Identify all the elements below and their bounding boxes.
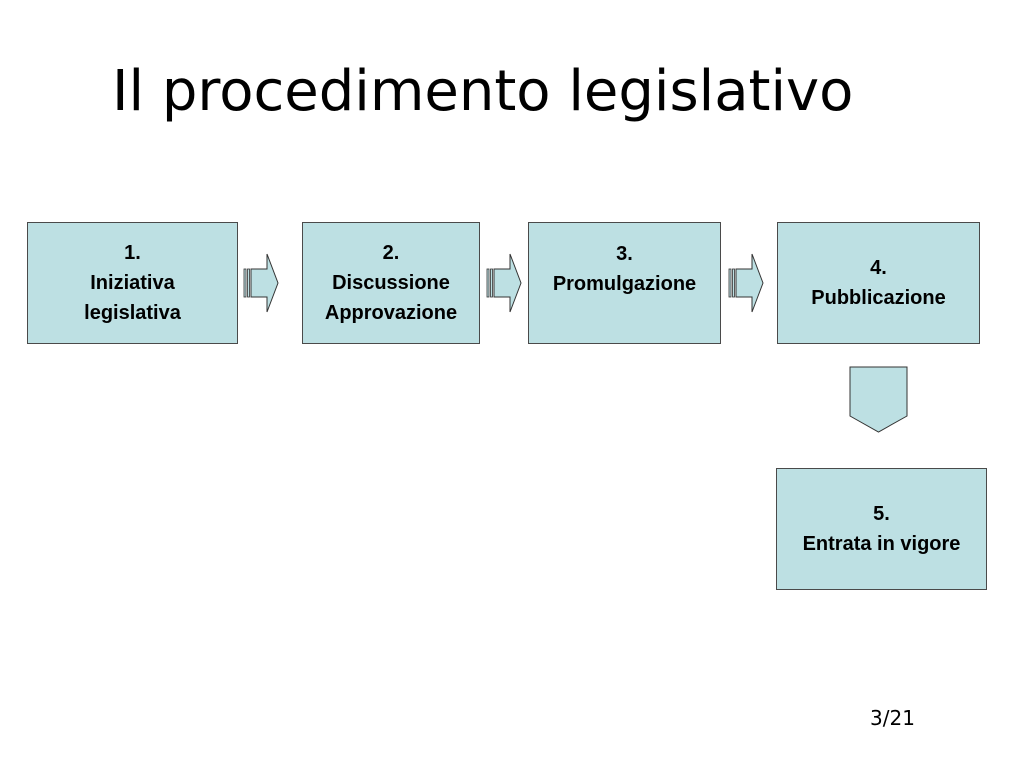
step-1-box: 1. Iniziativa legislativa (27, 222, 238, 344)
step-4-box: 4. Pubblicazione (777, 222, 980, 344)
step-4-number: 4. (870, 257, 887, 279)
step-3-box: 3. Promulgazione (528, 222, 721, 344)
step-2-line-1: Discussione (332, 272, 450, 294)
right-arrow-icon (243, 253, 279, 313)
step-5-line-1: Entrata in vigore (802, 533, 961, 555)
step-1-number: 1. (124, 242, 141, 264)
step-2-number: 2. (382, 242, 400, 264)
step-2-box: 2. Discussione Approvazione (302, 222, 480, 344)
step-4-line-1: Pubblicazione (811, 287, 946, 309)
step-5-number: 5. (873, 503, 890, 525)
step-2-line-2: Approvazione (324, 302, 458, 324)
step-5-box: 5. Entrata in vigore (776, 468, 987, 590)
page-number: 3/21 (870, 706, 915, 730)
step-3-line-1: Promulgazione (552, 273, 697, 295)
step-1-line-1: Iniziativa (90, 272, 175, 294)
slide-title: Il procedimento legislativo (112, 59, 854, 124)
right-arrow-icon (486, 253, 522, 313)
step-3-number: 3. (616, 243, 633, 265)
right-arrow-icon (728, 253, 764, 313)
step-1-line-2: legislativa (84, 302, 181, 324)
down-arrow-icon (849, 366, 908, 433)
